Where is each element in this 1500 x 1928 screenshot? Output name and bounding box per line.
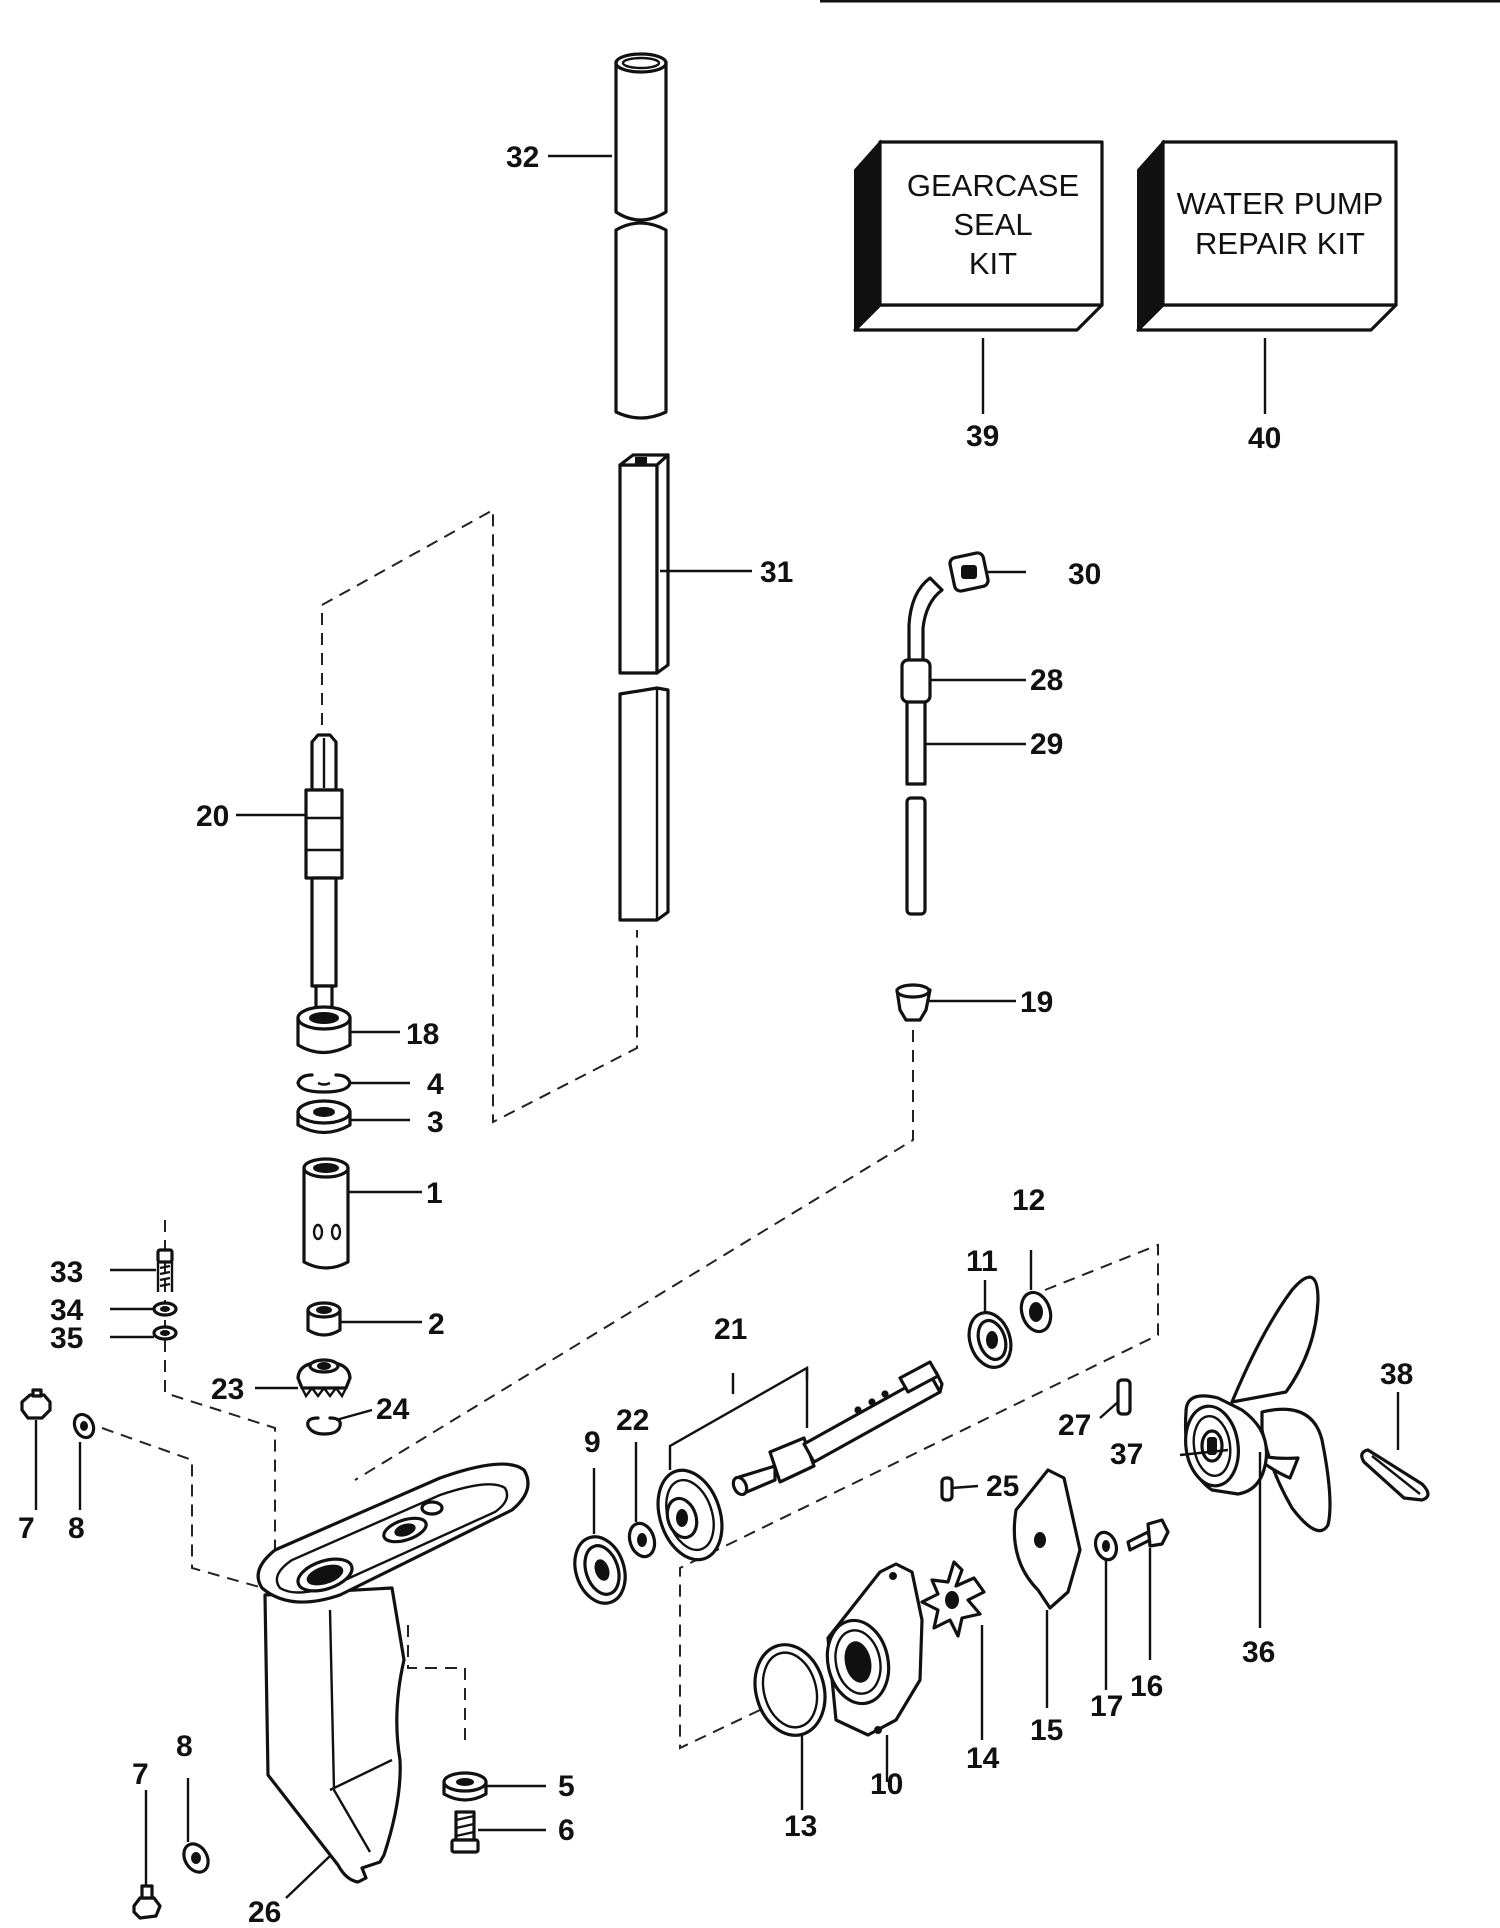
water-pump-kit-line-2: REPAIR KIT — [1195, 226, 1365, 261]
callout-33: 33 — [50, 1256, 83, 1289]
part-17-washer — [1093, 1530, 1119, 1562]
callout-13: 13 — [784, 1810, 817, 1843]
part-11-bearing — [967, 1311, 1013, 1369]
callout-14: 14 — [966, 1742, 1000, 1775]
callout-27: 27 — [1058, 1409, 1091, 1442]
callout-9: 9 — [584, 1426, 601, 1459]
part-28-tube-seal — [900, 658, 932, 704]
callout-6: 6 — [558, 1814, 575, 1847]
part-26-gear-housing — [256, 1462, 530, 1884]
callout-31: 31 — [760, 556, 793, 589]
callout-8-lower: 8 — [176, 1730, 193, 1763]
callout-21: 21 — [714, 1313, 747, 1346]
part-14-impeller — [920, 1560, 986, 1638]
callout-10: 10 — [870, 1768, 903, 1801]
part-38-cotter-pin — [1360, 1448, 1430, 1502]
part-20-driveshaft — [304, 733, 344, 1025]
part-24-retaining-clip — [306, 1416, 342, 1436]
part-4-retaining-ring — [296, 1073, 352, 1094]
part-1-sleeve — [302, 1157, 350, 1270]
callout-36: 36 — [1242, 1636, 1275, 1669]
water-pump-kit-line-1: WATER PUMP — [1177, 186, 1384, 221]
callout-22: 22 — [616, 1404, 649, 1437]
callout-7-lower: 7 — [132, 1758, 149, 1791]
callout-30: 30 — [1068, 558, 1101, 591]
callout-23: 23 — [211, 1373, 244, 1406]
callout-39: 39 — [966, 420, 999, 453]
callout-15: 15 — [1030, 1714, 1063, 1747]
part-36-propeller — [1183, 1275, 1332, 1533]
part-3-seal — [296, 1099, 352, 1135]
callout-26: 26 — [248, 1896, 281, 1928]
gearcase-kit-line-3: KIT — [969, 246, 1017, 281]
callout-5: 5 — [558, 1770, 575, 1803]
gearcase-kit-line-2: SEAL — [953, 207, 1032, 242]
callout-18: 18 — [406, 1018, 439, 1051]
part-34-washer — [152, 1301, 178, 1317]
part-21-forward-gear — [656, 1468, 724, 1562]
part-32-tube — [614, 52, 668, 420]
part-12-seal — [1019, 1290, 1053, 1334]
callout-40: 40 — [1248, 422, 1281, 455]
part-13-o-ring — [753, 1643, 827, 1737]
callout-28: 28 — [1030, 664, 1063, 697]
part-2-bearing — [306, 1301, 342, 1337]
callout-25: 25 — [986, 1470, 1019, 1503]
part-16-screw — [1126, 1518, 1170, 1552]
part-27-pin — [1116, 1378, 1132, 1416]
part-7-screw-lower — [132, 1884, 162, 1920]
part-31-square-tube — [618, 453, 670, 922]
callout-35: 35 — [50, 1322, 83, 1355]
callout-labels: 32 39 40 31 30 28 29 19 20 18 4 3 1 2 33… — [18, 141, 1413, 1928]
part-8-washer-lower — [182, 1842, 210, 1874]
part-15-pump-plate — [1012, 1468, 1082, 1610]
part-37-thrust-hub — [1200, 1429, 1224, 1463]
part-30-grommet — [948, 551, 990, 593]
part-7-screw-upper — [20, 1388, 52, 1420]
callout-24: 24 — [376, 1393, 410, 1426]
callout-29: 29 — [1030, 728, 1063, 761]
part-5-plug — [442, 1771, 488, 1802]
part-18-bushing — [296, 1005, 352, 1055]
gearcase-seal-kit-box — [853, 139, 1104, 333]
callout-20: 20 — [196, 800, 229, 833]
part-19-grommet — [895, 983, 932, 1022]
callout-8-upper: 8 — [68, 1512, 85, 1545]
callout-38: 38 — [1380, 1358, 1413, 1391]
part-29-water-tube — [905, 576, 944, 916]
callout-4: 4 — [427, 1068, 444, 1101]
callout-37: 37 — [1110, 1438, 1143, 1471]
callout-34: 34 — [50, 1294, 84, 1327]
callout-7-upper: 7 — [18, 1512, 35, 1545]
part-10-pump-housing — [825, 1562, 924, 1737]
part-23-pinion-gear — [296, 1358, 352, 1399]
gearcase-kit-line-1: GEARCASE — [907, 168, 1079, 203]
callout-1: 1 — [426, 1177, 443, 1210]
part-25-pin — [940, 1476, 954, 1502]
part-33-screw — [156, 1248, 174, 1292]
leader-lines — [34, 154, 1400, 1899]
part-22-washer — [627, 1521, 657, 1559]
part-6-screw — [450, 1810, 480, 1854]
callout-11: 11 — [966, 1245, 998, 1278]
callout-16: 16 — [1130, 1670, 1163, 1703]
water-pump-repair-kit-box — [1136, 139, 1398, 333]
part-21-propeller-shaft — [731, 1360, 944, 1497]
callout-17: 17 — [1090, 1690, 1123, 1723]
callout-19: 19 — [1020, 986, 1053, 1019]
part-8-washer-upper — [72, 1412, 96, 1440]
part-9-bearing — [573, 1535, 627, 1605]
callout-3: 3 — [427, 1106, 444, 1139]
callout-12: 12 — [1012, 1184, 1045, 1217]
callout-32: 32 — [506, 141, 539, 174]
part-35-washer — [152, 1325, 178, 1341]
callout-2: 2 — [428, 1308, 445, 1341]
